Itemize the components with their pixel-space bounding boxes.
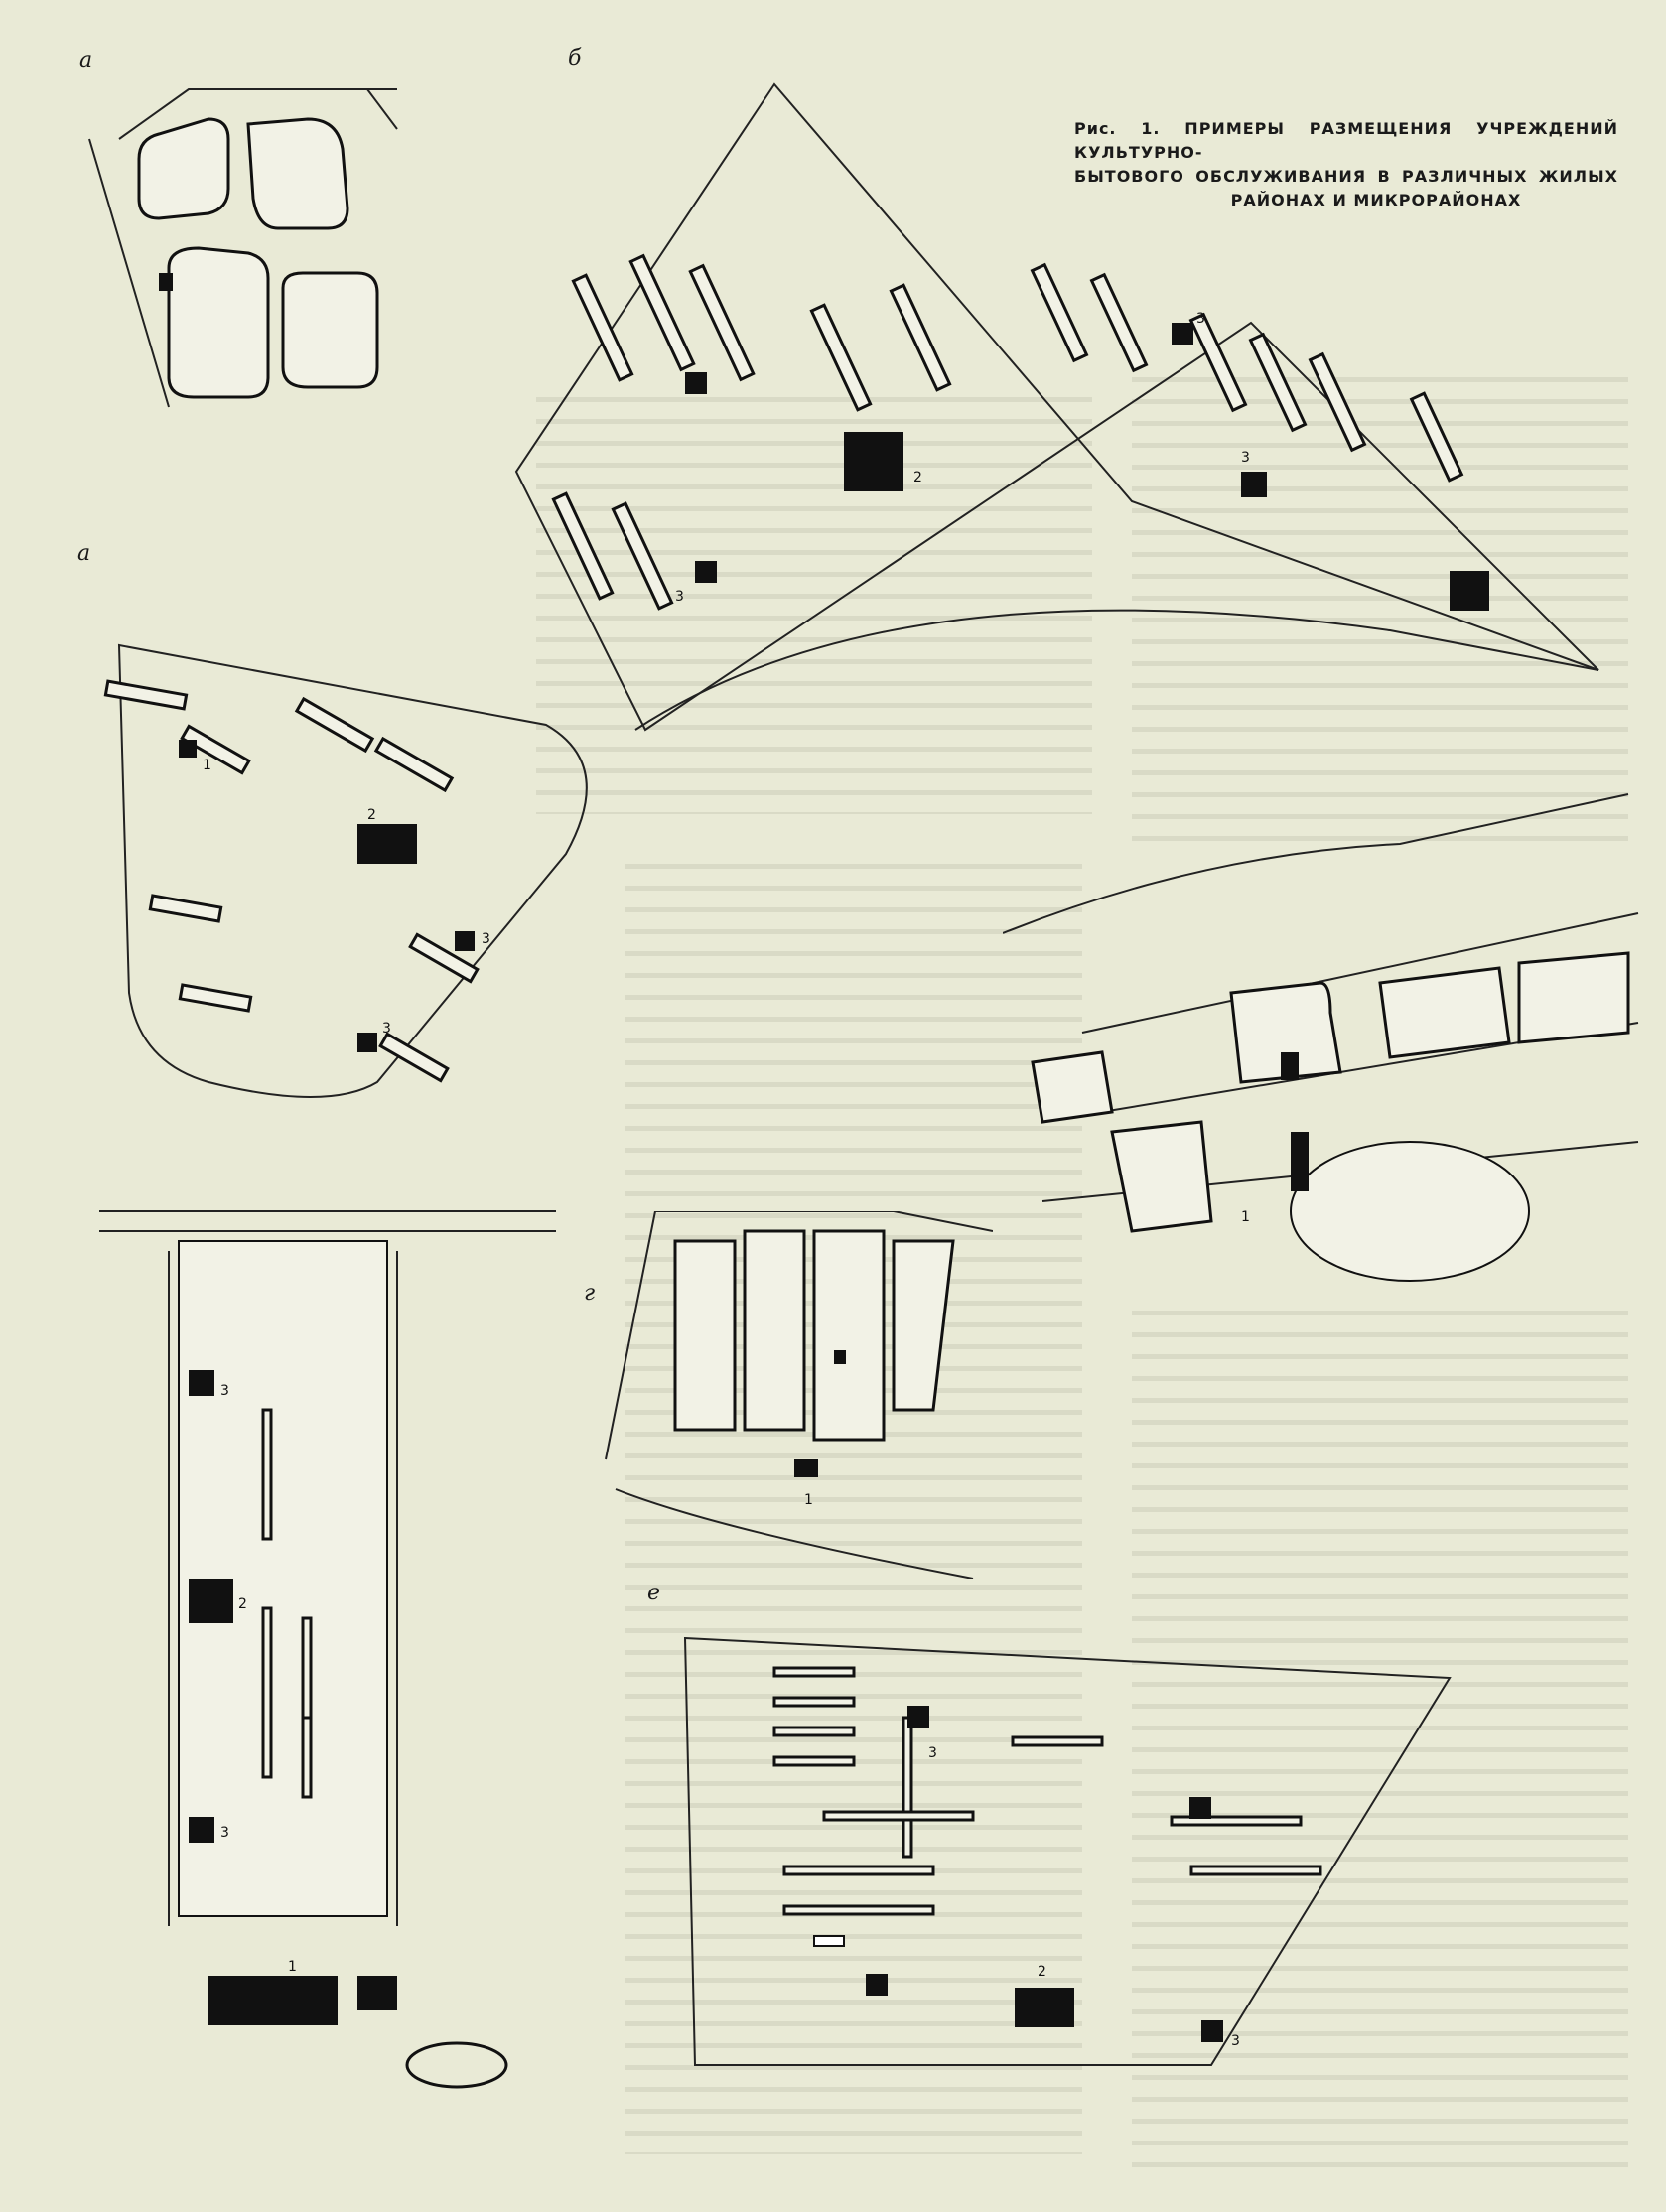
figure-caption: Рис. 1. ПРИМЕРЫ РАЗМЕЩЕНИЯ УЧРЕЖДЕНИЙ КУ… — [1074, 117, 1618, 212]
plan-strip-number-3b: 3 — [220, 1825, 229, 1841]
caption-line-3: РАЙОНАХ И МИКРОРАЙОНАХ — [1230, 191, 1522, 209]
plan-a-mid-number-3b: 3 — [382, 1021, 391, 1037]
plan-a-mid-center-2 — [357, 824, 417, 864]
plan-e: 3 2 3 — [683, 1636, 1452, 2066]
plan-strip-number-2: 2 — [238, 1596, 247, 1612]
plan-e-number-3a: 3 — [928, 1745, 937, 1761]
plan-e-number-3b: 3 — [1231, 2033, 1240, 2049]
panel-label-a-top: а — [79, 48, 93, 72]
plan-strip-number-1: 1 — [288, 1959, 297, 1975]
plan-g: 1 — [605, 1211, 993, 1579]
panel-label-b: б — [568, 46, 582, 70]
plan-district-park — [1290, 1141, 1530, 1282]
plan-g-number-1: 1 — [804, 1492, 813, 1508]
plan-a-mid-number-2: 2 — [367, 807, 376, 823]
caption-line-1: Рис. 1. ПРИМЕРЫ РАЗМЕЩЕНИЯ УЧРЕЖДЕНИЙ КУ… — [1074, 119, 1618, 162]
plan-b-center-2 — [844, 432, 903, 491]
plan-strip-center-2 — [189, 1579, 233, 1623]
plan-a-top — [88, 88, 398, 408]
plan-b-number-2: 2 — [913, 470, 922, 485]
plan-b-number-3a: 3 — [1196, 311, 1205, 327]
bleed-through-column-mid — [625, 864, 1082, 2154]
plan-e-center-2 — [1015, 1988, 1074, 2027]
plan-strip-number-3a: 3 — [220, 1383, 229, 1399]
plan-e-number-2: 2 — [1038, 1964, 1046, 1980]
plan-strip: 3 2 3 1 — [99, 1210, 556, 2089]
plan-district-right: 1 — [1003, 793, 1639, 1282]
plan-a-mid-number-1: 1 — [203, 758, 211, 773]
panel-label-g: г — [584, 1281, 596, 1306]
bleed-through-column-right — [1132, 377, 1628, 854]
caption-line-2: БЫТОВОГО ОБСЛУЖИВАНИЯ В РАЗЛИЧНЫХ ЖИЛЫХ — [1074, 167, 1618, 186]
panel-label-a-mid: а — [77, 541, 91, 566]
plan-a-mid: 1 2 3 3 — [103, 643, 588, 1098]
plan-b-number-3b: 3 — [1241, 450, 1250, 466]
plan-a-top-building — [159, 273, 173, 291]
bleed-through-column-left — [536, 397, 1092, 814]
plan-b: 2 3 3 3 — [514, 82, 1599, 732]
panel-label-e: е — [647, 1581, 661, 1605]
plan-district-number-1: 1 — [1241, 1209, 1250, 1225]
plan-a-mid-number-3a: 3 — [482, 931, 490, 947]
plan-strip-building-1 — [208, 1976, 338, 2025]
plan-b-number-3c: 3 — [675, 589, 684, 605]
